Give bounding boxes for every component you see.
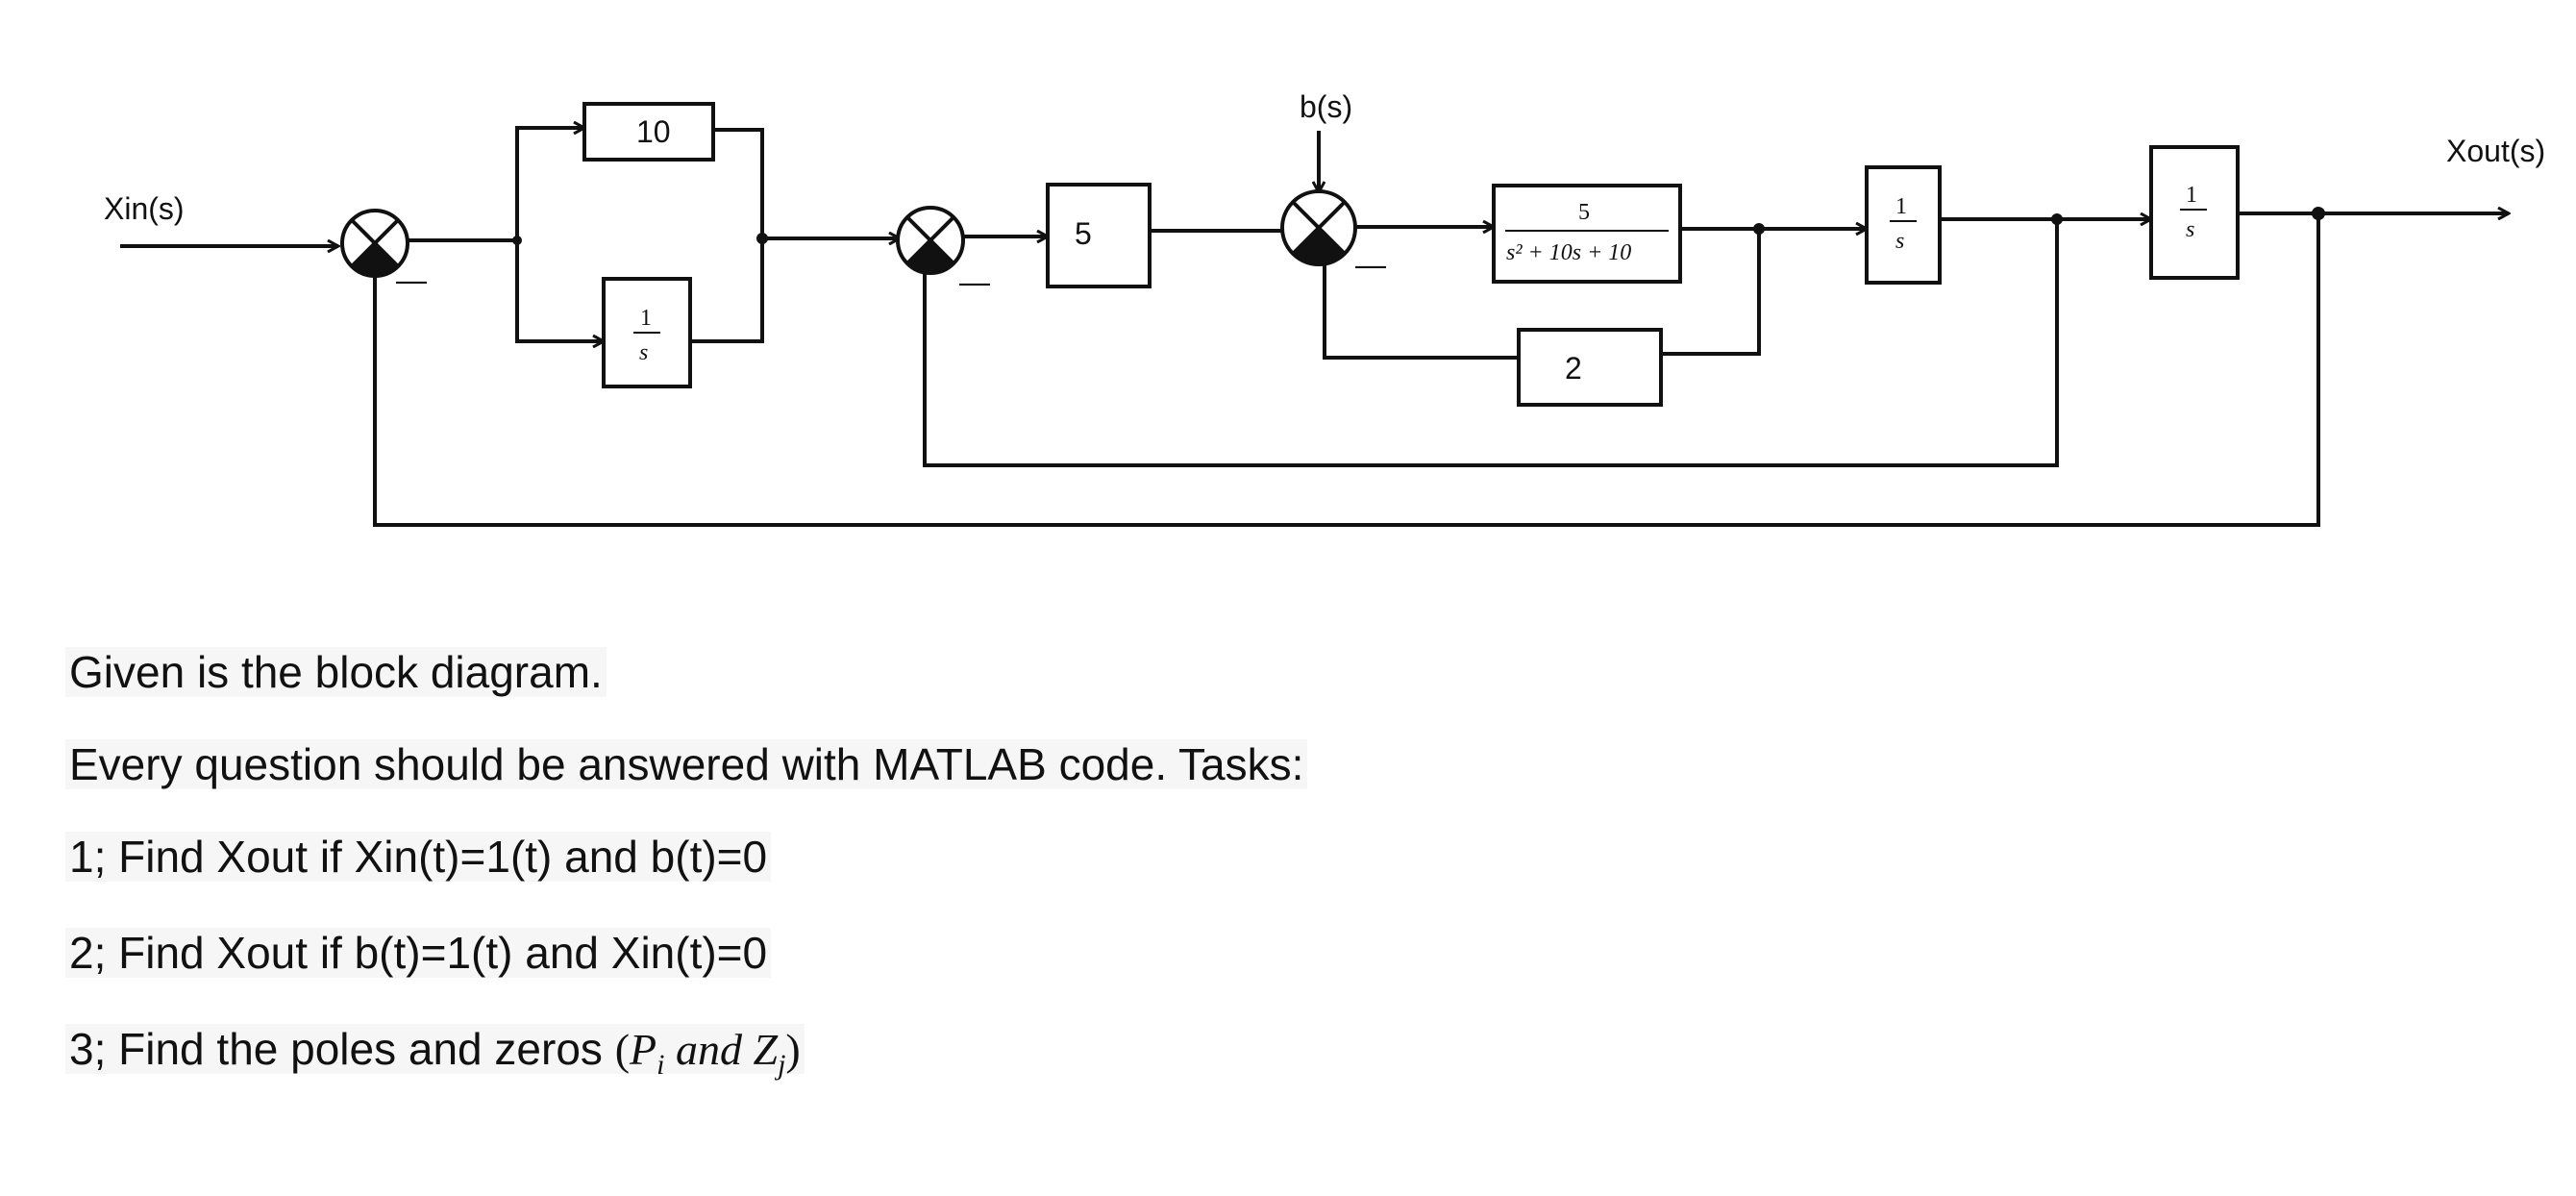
intro-line: Given is the block diagram. — [65, 646, 607, 698]
gain-2-block — [1517, 328, 1663, 407]
plant-block — [1492, 184, 1682, 284]
block-diagram: Xin(s) Xout(s) b(s) — 10 1 s — 5 — [104, 89, 2545, 527]
gain-5-value: 5 — [1075, 216, 1092, 251]
plant-numerator: 5 — [1578, 200, 1590, 225]
integrator-b-num: 1 — [1895, 194, 1907, 219]
summing-junction-3 — [1280, 189, 1357, 266]
integrator-c-num: 1 — [2186, 183, 2197, 208]
summing-junction-2 — [896, 206, 965, 275]
sum2-sign: — — [959, 264, 990, 299]
gain-5-block — [1046, 183, 1152, 288]
gain-10-value: 10 — [636, 114, 671, 149]
integrator-a-den: s — [639, 340, 648, 365]
integrator-c-den: s — [2186, 217, 2194, 242]
instructions-line: Every question should be answered with M… — [65, 738, 1308, 790]
task-3-text: 3; Find the poles and zeros — [69, 1024, 603, 1074]
task-3-math: (Pi and Zj) — [614, 1025, 801, 1082]
summing-junction-1 — [340, 209, 409, 278]
integrator-a-num: 1 — [640, 306, 652, 331]
integrator-block-c — [2149, 145, 2240, 280]
plant-denominator: s² + 10s + 10 — [1506, 240, 1631, 265]
disturbance-label: b(s) — [1300, 89, 1352, 124]
sum1-sign: — — [396, 262, 427, 297]
input-label: Xin(s) — [104, 191, 185, 226]
sum3-sign: — — [1355, 247, 1386, 282]
gain-2-value: 2 — [1565, 351, 1582, 386]
task-2: 2; Find Xout if b(t)=1(t) and Xin(t)=0 — [65, 927, 772, 979]
task-3: 3; Find the poles and zeros (Pi and Zj) — [65, 1023, 805, 1082]
integrator-block-b — [1865, 165, 1942, 285]
integrator-b-den: s — [1895, 229, 1904, 254]
task-1: 1; Find Xout if Xin(t)=1(t) and b(t)=0 — [65, 831, 772, 883]
output-label: Xout(s) — [2446, 134, 2545, 168]
gain-10-block — [582, 102, 715, 162]
